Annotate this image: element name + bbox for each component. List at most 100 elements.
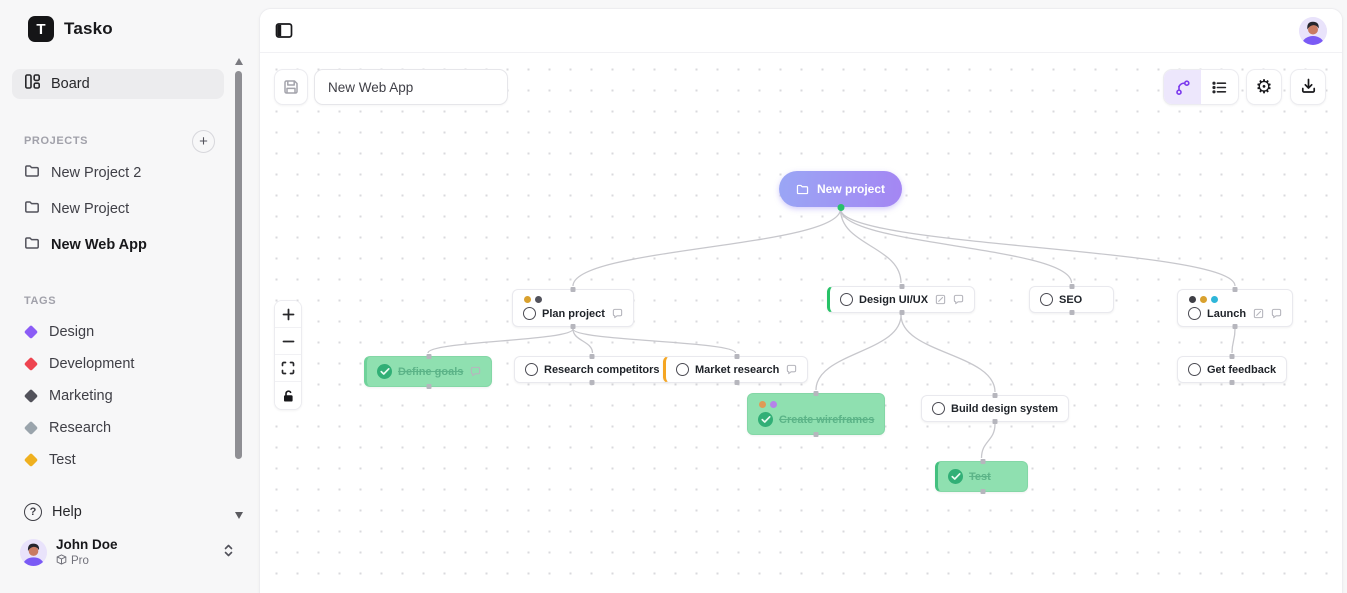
tag-dot xyxy=(535,296,542,303)
sidebar-item-tag[interactable]: Development xyxy=(23,348,227,380)
lock-interactivity-button[interactable] xyxy=(275,382,301,409)
task-checkbox[interactable] xyxy=(932,402,945,415)
task-checkbox[interactable] xyxy=(525,363,538,376)
tag-diamond-icon xyxy=(23,452,39,468)
done-check-icon xyxy=(758,412,773,427)
mindmap-task-node[interactable]: Research competitors xyxy=(514,354,671,385)
mindmap-task-node[interactable]: Design UI/UX xyxy=(827,284,976,315)
connection-handle[interactable] xyxy=(426,354,432,359)
tag-name: Development xyxy=(49,356,135,372)
connection-handle[interactable] xyxy=(734,354,740,359)
mindmap-task-node[interactable]: Build design system xyxy=(921,393,1069,424)
mindmap-task-node[interactable]: Create wireframes xyxy=(747,391,886,437)
task-checkbox[interactable] xyxy=(1188,363,1201,376)
profile-avatar[interactable] xyxy=(1299,16,1327,45)
edit-icon[interactable] xyxy=(1253,308,1264,319)
sidebar-item-help[interactable]: ? Help xyxy=(24,503,82,521)
connection-handle[interactable] xyxy=(1229,354,1235,359)
app-logo: T Tasko xyxy=(28,16,113,42)
connection-handle[interactable] xyxy=(1232,287,1238,292)
edit-icon[interactable] xyxy=(935,294,946,305)
comment-icon[interactable] xyxy=(786,364,797,375)
sidebar-item-project[interactable]: New Project xyxy=(24,191,227,227)
comment-icon[interactable] xyxy=(612,308,623,319)
connection-handle[interactable] xyxy=(992,419,998,424)
connection-handle[interactable] xyxy=(1069,284,1074,289)
mindmap-root-node[interactable]: New project xyxy=(779,171,903,211)
save-button[interactable] xyxy=(274,69,308,105)
scroll-down-arrow[interactable] xyxy=(235,512,243,519)
sidebar-item-tag[interactable]: Research xyxy=(23,412,227,444)
sidebar-toggle-button[interactable] xyxy=(275,22,293,39)
sidebar-item-tag[interactable]: Marketing xyxy=(23,380,227,412)
scroll-up-arrow[interactable] xyxy=(235,58,243,65)
zoom-in-button[interactable] xyxy=(275,301,301,328)
sidebar-scrollbar[interactable] xyxy=(234,0,244,593)
zoom-out-button[interactable] xyxy=(275,328,301,355)
list-view-button[interactable] xyxy=(1201,70,1238,104)
tree-view-button[interactable] xyxy=(1164,70,1201,104)
connection-handle[interactable] xyxy=(570,287,576,292)
fit-view-button[interactable] xyxy=(275,355,301,382)
sidebar-item-board[interactable]: Board xyxy=(12,69,224,99)
connection-handle[interactable] xyxy=(992,393,998,398)
folder-icon xyxy=(796,183,809,196)
task-checkbox[interactable] xyxy=(1040,293,1053,306)
connection-handle[interactable] xyxy=(899,284,905,289)
connection-handle[interactable] xyxy=(1069,310,1074,315)
comment-icon[interactable] xyxy=(470,366,481,377)
download-button[interactable] xyxy=(1290,69,1326,105)
connection-handle[interactable] xyxy=(813,432,819,437)
user-menu[interactable]: John Doe Pro xyxy=(20,537,235,568)
add-project-button[interactable]: + xyxy=(192,130,215,153)
connection-handle[interactable] xyxy=(1229,380,1235,385)
tag-diamond-icon xyxy=(23,388,39,404)
node-label: SEO xyxy=(1059,293,1083,306)
tag-diamond-icon xyxy=(23,356,39,372)
connection-handle[interactable] xyxy=(734,380,740,385)
scrollbar-thumb[interactable] xyxy=(235,71,242,459)
task-checkbox[interactable] xyxy=(523,307,536,320)
mindmap-task-node[interactable]: Plan project xyxy=(512,287,634,329)
connection-handle[interactable] xyxy=(837,204,844,211)
canvas-controls xyxy=(274,300,302,410)
comment-icon[interactable] xyxy=(953,294,964,305)
connection-handle[interactable] xyxy=(980,459,985,464)
task-checkbox[interactable] xyxy=(1188,307,1201,320)
sidebar-item-project[interactable]: New Web App xyxy=(24,227,227,263)
node-label: Launch xyxy=(1207,307,1247,320)
comment-icon[interactable] xyxy=(1271,308,1282,319)
mindmap-canvas[interactable]: ⚙ xyxy=(260,53,1342,593)
sidebar-item-tag[interactable]: Design xyxy=(23,316,227,348)
connection-handle[interactable] xyxy=(426,384,432,389)
connection-handle[interactable] xyxy=(813,391,819,396)
mindmap-task-node[interactable]: Test xyxy=(935,459,1028,494)
folder-icon xyxy=(24,235,40,256)
project-title-input[interactable] xyxy=(314,69,508,105)
mindmap-task-node[interactable]: Market research xyxy=(663,354,809,385)
settings-button[interactable]: ⚙ xyxy=(1246,69,1282,105)
sidebar-item-project[interactable]: New Project 2 xyxy=(24,155,227,191)
mindmap-task-node[interactable]: SEO xyxy=(1029,284,1114,315)
sidebar-item-tag[interactable]: Test xyxy=(23,444,227,476)
mindmap-task-node[interactable]: Get feedback xyxy=(1177,354,1288,385)
project-name: New Project xyxy=(51,201,130,217)
tag-diamond-icon xyxy=(23,324,39,340)
tags-heading: TAGS xyxy=(24,295,57,307)
connection-handle[interactable] xyxy=(980,489,985,494)
connection-handle[interactable] xyxy=(1232,324,1238,329)
download-icon xyxy=(1300,77,1317,97)
connection-handle[interactable] xyxy=(589,380,595,385)
task-checkbox[interactable] xyxy=(676,363,689,376)
task-checkbox[interactable] xyxy=(840,293,853,306)
node-label: Build design system xyxy=(951,402,1058,415)
mindmap-task-node[interactable]: Launch xyxy=(1177,287,1294,329)
connection-handle[interactable] xyxy=(589,354,595,359)
mindmap-task-node[interactable]: Define goals xyxy=(364,354,493,389)
app-name: Tasko xyxy=(64,19,113,38)
connection-handle[interactable] xyxy=(570,324,576,329)
connection-handle[interactable] xyxy=(899,310,905,315)
tag-dots xyxy=(523,296,623,303)
